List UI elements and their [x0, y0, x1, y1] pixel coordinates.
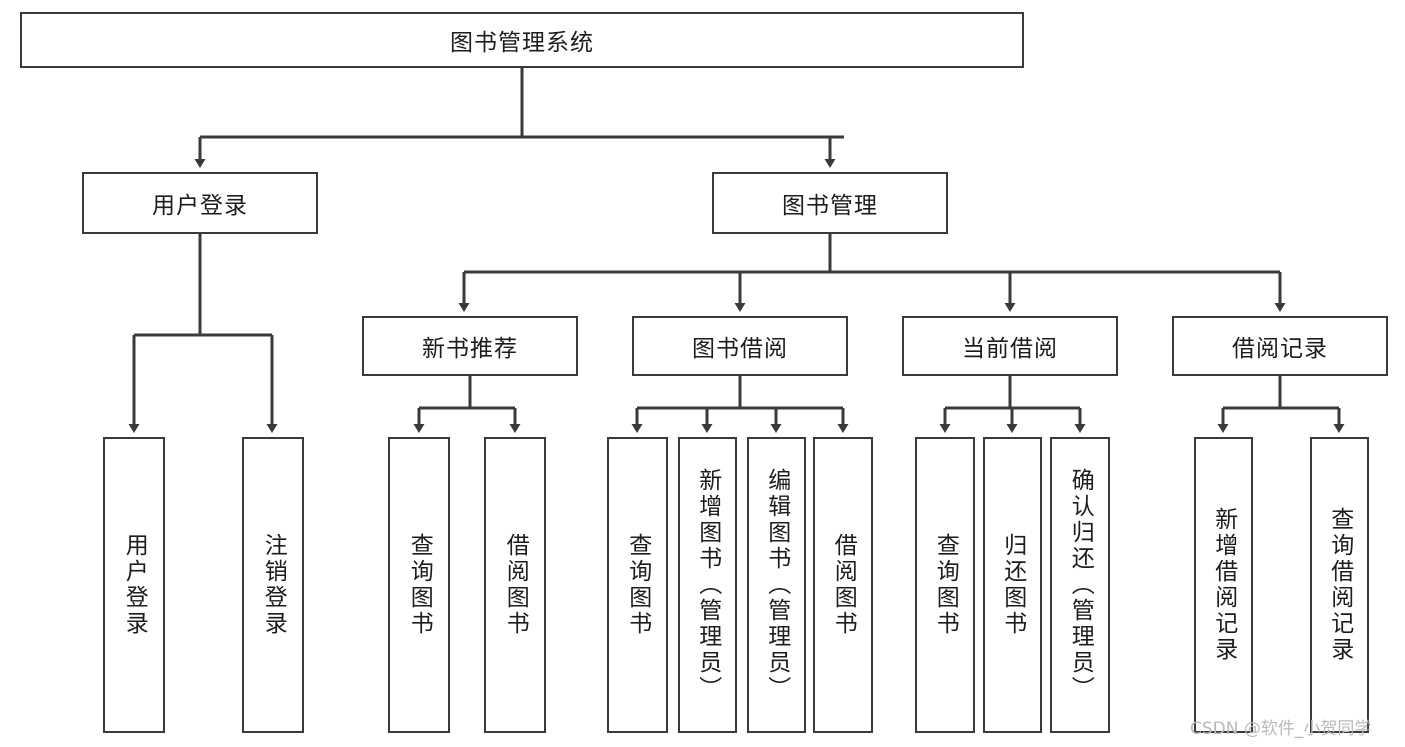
node-current-borrow[interactable]: 当前借阅 [902, 316, 1118, 376]
node-label: 图书管理系统 [450, 30, 594, 56]
node-label: 新增图书（管理员） [694, 468, 721, 702]
node-leaf-add-borrow-record[interactable]: 新增借阅记录 [1194, 437, 1253, 733]
node-leaf-user-login[interactable]: 用户登录 [103, 437, 165, 733]
node-label: 用户登录 [152, 193, 248, 219]
node-leaf-query-book-current[interactable]: 查询图书 [915, 437, 975, 733]
node-label: 编辑图书（管理员） [763, 468, 790, 702]
node-label: 归还图书 [999, 533, 1026, 637]
node-label: 查询图书 [932, 533, 959, 637]
node-label: 查询借阅记录 [1326, 507, 1353, 663]
node-leaf-query-book-recommend[interactable]: 查询图书 [388, 437, 450, 733]
node-label: 查询图书 [406, 533, 433, 637]
node-label: 新书推荐 [422, 336, 518, 362]
node-leaf-borrow-book[interactable]: 借阅图书 [813, 437, 873, 733]
node-borrow-record[interactable]: 借阅记录 [1172, 316, 1388, 376]
node-label: 确认归还（管理员） [1067, 468, 1094, 702]
node-leaf-query-borrow-record[interactable]: 查询借阅记录 [1310, 437, 1369, 733]
node-root-system[interactable]: 图书管理系统 [20, 12, 1024, 68]
node-label: 借阅记录 [1232, 336, 1328, 362]
node-leaf-edit-book-admin[interactable]: 编辑图书（管理员） [747, 437, 806, 733]
node-label: 图书管理 [782, 193, 878, 219]
node-new-book-recommend[interactable]: 新书推荐 [362, 316, 578, 376]
node-leaf-query-book[interactable]: 查询图书 [607, 437, 668, 733]
node-leaf-logout[interactable]: 注销登录 [242, 437, 304, 733]
node-label: 借阅图书 [502, 533, 529, 637]
node-label: 新增借阅记录 [1210, 507, 1237, 663]
node-label: 注销登录 [260, 533, 287, 637]
node-label: 借阅图书 [830, 533, 857, 637]
node-book-manage[interactable]: 图书管理 [712, 172, 948, 234]
node-user-login[interactable]: 用户登录 [82, 172, 318, 234]
node-label: 用户登录 [121, 533, 148, 637]
csdn-watermark: CSDN @软件_小贺同学 [1190, 719, 1372, 739]
node-label: 查询图书 [624, 533, 651, 637]
node-label: 当前借阅 [962, 336, 1058, 362]
node-leaf-confirm-return-admin[interactable]: 确认归还（管理员） [1050, 437, 1110, 733]
node-book-borrow[interactable]: 图书借阅 [632, 316, 848, 376]
node-label: 图书借阅 [692, 336, 788, 362]
node-leaf-borrow-book-recommend[interactable]: 借阅图书 [484, 437, 546, 733]
node-leaf-return-book[interactable]: 归还图书 [983, 437, 1042, 733]
node-leaf-add-book-admin[interactable]: 新增图书（管理员） [678, 437, 737, 733]
